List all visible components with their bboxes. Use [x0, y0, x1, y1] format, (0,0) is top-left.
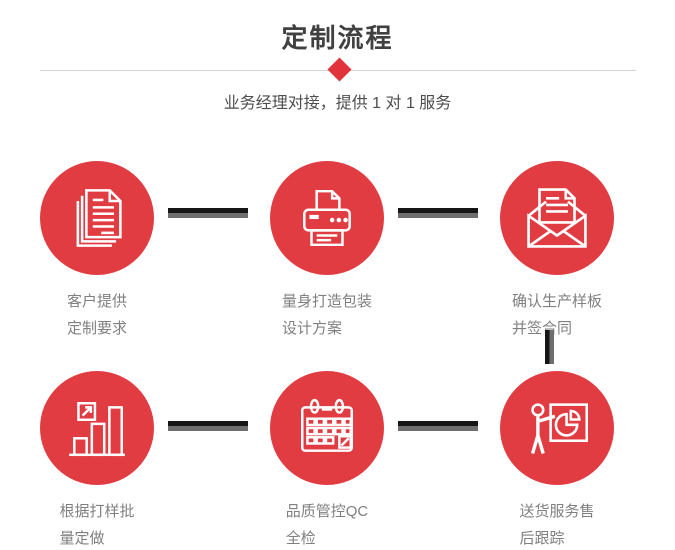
- caption-line: 全检: [285, 530, 316, 547]
- connector-dash: [398, 421, 478, 431]
- caption-line: 根据打样批: [59, 503, 135, 520]
- step-circle: [270, 371, 384, 485]
- caption-line: 设计方案: [281, 320, 342, 337]
- caption-line: 定制要求: [66, 320, 127, 337]
- caption-line: 量身打造包装: [281, 293, 372, 310]
- step-circle: [40, 371, 154, 485]
- open-envelope-icon: [522, 183, 592, 253]
- caption-line: 并签合同: [511, 320, 572, 337]
- step-batch-production: 根据打样批 量定做: [30, 371, 164, 550]
- page-subtitle: 业务经理对接，提供 1 对 1 服务: [223, 95, 452, 112]
- step-caption: 根据打样批 量定做: [30, 498, 164, 550]
- step-caption: 客户提供 定制要求: [30, 288, 164, 342]
- caption-line: 确认生产样板: [511, 293, 602, 310]
- connector-dash: [168, 421, 248, 431]
- step-caption: 确认生产样板 并签合同: [490, 288, 624, 342]
- step-circle: [500, 371, 614, 485]
- calendar-icon: [294, 395, 360, 461]
- caption-line: 品质管控QC: [285, 503, 369, 520]
- caption-line: 后跟踪: [519, 530, 565, 547]
- step-customer-requirements: 客户提供 定制要求: [30, 161, 164, 351]
- step-circle: [270, 161, 384, 275]
- caption-line: 送货服务售: [519, 503, 595, 520]
- caption-line: 量定做: [59, 530, 105, 547]
- connector-dash: [168, 208, 248, 218]
- step-circle: [40, 161, 154, 275]
- step-delivery-after-sales: 送货服务售 后跟踪: [490, 371, 624, 550]
- documents-icon: [63, 184, 131, 252]
- step-circle: [500, 161, 614, 275]
- caption-line: 客户提供: [66, 293, 127, 310]
- diamond-icon: [327, 57, 352, 82]
- bar-chart-icon: [64, 395, 130, 461]
- step-caption: 品质管控QC 全检: [260, 498, 394, 550]
- step-caption: 送货服务售 后跟踪: [490, 498, 624, 550]
- step-caption: 量身打造包装 设计方案: [260, 288, 394, 342]
- printer-icon: [294, 185, 360, 251]
- connector-dash: [398, 208, 478, 218]
- presentation-icon: [523, 394, 591, 462]
- step-quality-control: 品质管控QC 全检: [260, 371, 394, 550]
- connector-dash-vertical: [545, 330, 554, 364]
- step-packaging-design: 量身打造包装 设计方案: [260, 161, 394, 351]
- page-title: 定制流程: [281, 23, 394, 53]
- step-confirm-sample-contract: 确认生产样板 并签合同: [490, 161, 624, 351]
